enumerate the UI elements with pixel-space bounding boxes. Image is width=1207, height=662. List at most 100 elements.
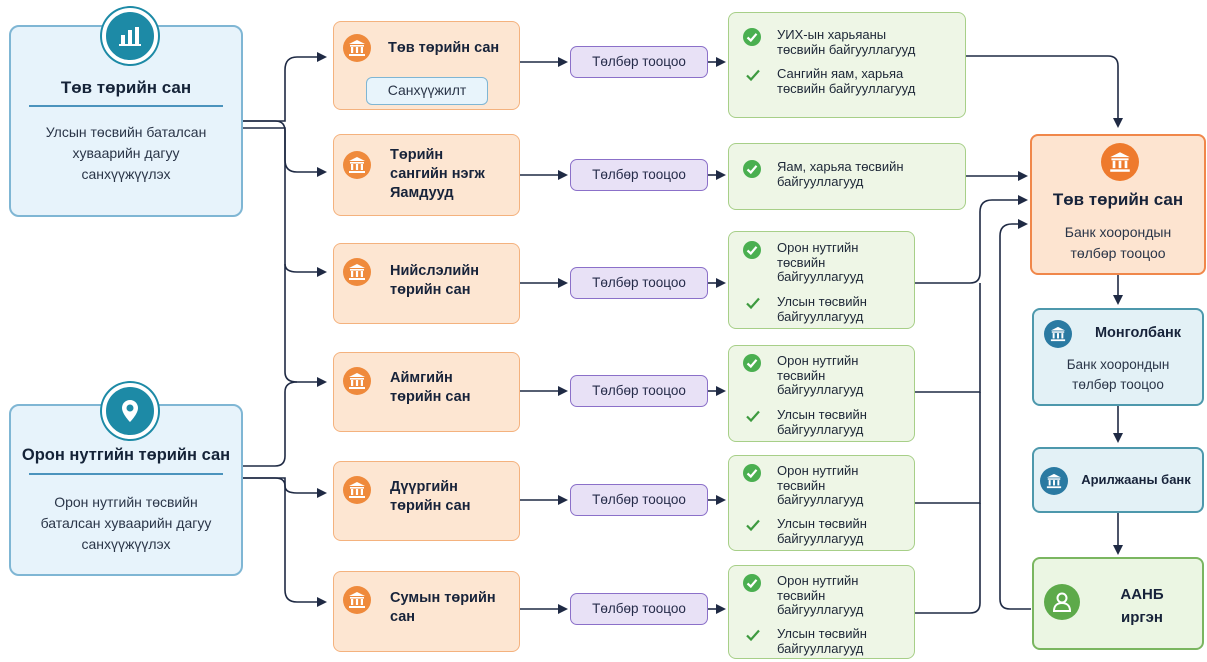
payment-settlement-4[interactable]: Төлбөр тооцоо <box>570 375 708 407</box>
check-icon <box>745 67 761 83</box>
recipient-line: Улсын төсвийн <box>777 516 867 531</box>
treasury-soum[interactable]: Сумын төрийн сан <box>333 571 520 652</box>
payment-settlement-6[interactable]: Төлбөр тооцоо <box>570 593 708 625</box>
label-line: Дүүргийн <box>390 479 458 495</box>
recipient-line: байгууллагууд <box>777 382 864 397</box>
check-icon <box>745 627 761 643</box>
recipient-line: Улсын төсвийн <box>777 294 867 309</box>
check-icon <box>745 295 761 311</box>
divider <box>29 105 223 107</box>
treasury-capital[interactable]: Нийслэлийн төрийн сан <box>333 243 520 324</box>
bank-icon <box>343 476 371 504</box>
recipient-line: Улсын төсвийн <box>777 407 867 422</box>
recipient-line: Орон нутгийн <box>777 240 859 255</box>
treasury-label: Нийслэлийн төрийн сан <box>390 262 479 300</box>
check-circle-icon <box>743 160 761 178</box>
treasury-label: Төрийн сангийн нэгж Яамдууд <box>390 146 485 203</box>
central-treasury-hub[interactable]: Төв төрийн сан Банк хоорондын төлбөр тоо… <box>1030 134 1206 275</box>
funding-tag[interactable]: Санхүүжилт <box>366 77 488 105</box>
recipient-line: УИХ-ын харьяаны <box>777 27 887 42</box>
check-circle-icon <box>743 28 761 46</box>
desc-line: төлбөр тооцоо <box>1072 377 1164 392</box>
bank-icon <box>343 367 371 395</box>
hub-title: Төв төрийн сан <box>1052 190 1184 209</box>
desc-line: санхүүжүүлэх <box>81 536 171 552</box>
recipient-line: Орон нутгийн <box>777 573 859 588</box>
payment-settlement-2[interactable]: Төлбөр тооцоо <box>570 159 708 191</box>
source-description: Улсын төсвийн баталсан хуваарийн дагуу с… <box>11 122 241 185</box>
recipient-line: төсвийн байгууллагууд <box>777 80 916 96</box>
treasury-aimag[interactable]: Аймгийн төрийн сан <box>333 352 520 432</box>
source-description: Орон нутгийн төсвийн баталсан хуваарийн … <box>11 492 241 555</box>
desc-line: Банк хоорондын <box>1066 357 1170 372</box>
treasury-label: Сумын төрийн сан <box>390 589 496 627</box>
check-icon <box>745 517 761 533</box>
recipient-line: Орон нутгийн <box>777 463 859 478</box>
source-title: Төв төрийн сан <box>60 78 192 97</box>
desc-line: санхүүжүүлэх <box>81 166 171 182</box>
citizen-label: ААНБ иргэн <box>1090 583 1194 629</box>
recipient-line: төсвийн <box>777 477 826 493</box>
label-line: төрийн сан <box>390 498 471 514</box>
recipient-line: байгууллагууд <box>777 308 864 324</box>
recipient-line: байгууллагууд <box>777 602 864 617</box>
desc-line: Улсын төсвийн баталсан <box>45 124 207 140</box>
mongolbank-box[interactable]: Монголбанк Банк хоорондын төлбөр тооцоо <box>1032 308 1204 406</box>
check-circle-icon <box>743 574 761 592</box>
label-line: ААНБ <box>1120 586 1164 603</box>
recipient-line: байгууллагууд <box>777 173 864 189</box>
citizen-box[interactable]: ААНБ иргэн <box>1032 557 1204 650</box>
treasury-ministries[interactable]: Төрийн сангийн нэгж Яамдууд <box>333 134 520 216</box>
payment-settlement-3[interactable]: Төлбөр тооцоо <box>570 267 708 299</box>
bar-chart-icon <box>102 8 158 64</box>
bank-icon <box>343 34 371 62</box>
desc-line: хуваарийн дагуу <box>72 145 180 161</box>
desc-line: төлбөр тооцоо <box>1070 245 1166 261</box>
check-circle-icon <box>743 354 761 372</box>
bank-icon <box>343 258 371 286</box>
payment-settlement-5[interactable]: Төлбөр тооцоо <box>570 484 708 516</box>
bank-title: Монголбанк <box>1094 325 1182 341</box>
bank-icon <box>343 151 371 179</box>
treasury-central[interactable]: Төв төрийн сан Санхүүжилт <box>333 21 520 110</box>
label-line: Нийслэлийн <box>390 263 480 279</box>
payment-settlement-1[interactable]: Төлбөр тооцоо <box>570 46 708 78</box>
recipient-line: Орон нутгийн <box>777 353 859 368</box>
recipient-line: Улсын төсвийн <box>777 626 867 641</box>
check-circle-icon <box>743 464 761 482</box>
recipient-line: төсвийн <box>777 367 826 383</box>
recipient-line: төсвийн байгууллагууд <box>777 41 916 57</box>
divider <box>29 473 223 475</box>
recipient-line: байгууллагууд <box>777 492 864 507</box>
label-line: Сумын төрийн <box>390 590 496 606</box>
check-circle-icon <box>743 241 761 259</box>
treasury-label: Аймгийн төрийн сан <box>390 369 471 407</box>
desc-line: Орон нутгийн төсвийн <box>54 494 198 510</box>
bank-title: Арилжааны банк <box>1081 472 1191 487</box>
treasury-district[interactable]: Дүүргийн төрийн сан <box>333 461 520 541</box>
label-line: Аймгийн <box>390 370 453 386</box>
bank-icon <box>343 586 371 614</box>
source-title: Орон нутгийн төрийн сан <box>21 446 231 464</box>
recipient-line: Яам, харьяа төсвийн <box>777 159 904 174</box>
label-line: төрийн сан <box>390 389 471 405</box>
bank-icon <box>1040 467 1068 495</box>
label-line: Төрийн <box>390 147 444 163</box>
desc-line: Банк хоорондын <box>1064 224 1172 240</box>
recipient-line: байгууллагууд <box>777 530 864 546</box>
local-treasury-source[interactable]: Орон нутгийн төрийн сан Орон нутгийн төс… <box>9 404 243 576</box>
recipient-line: байгууллагууд <box>777 640 864 656</box>
recipient-line: төсвийн <box>777 587 826 603</box>
recipient-line: төсвийн <box>777 254 826 270</box>
bank-description: Банк хоорондын төлбөр тооцоо <box>1034 355 1202 395</box>
label-line: сан <box>390 609 416 625</box>
commercial-bank-box[interactable]: Арилжааны банк <box>1032 447 1204 513</box>
label-line: Яамдууд <box>390 185 454 201</box>
